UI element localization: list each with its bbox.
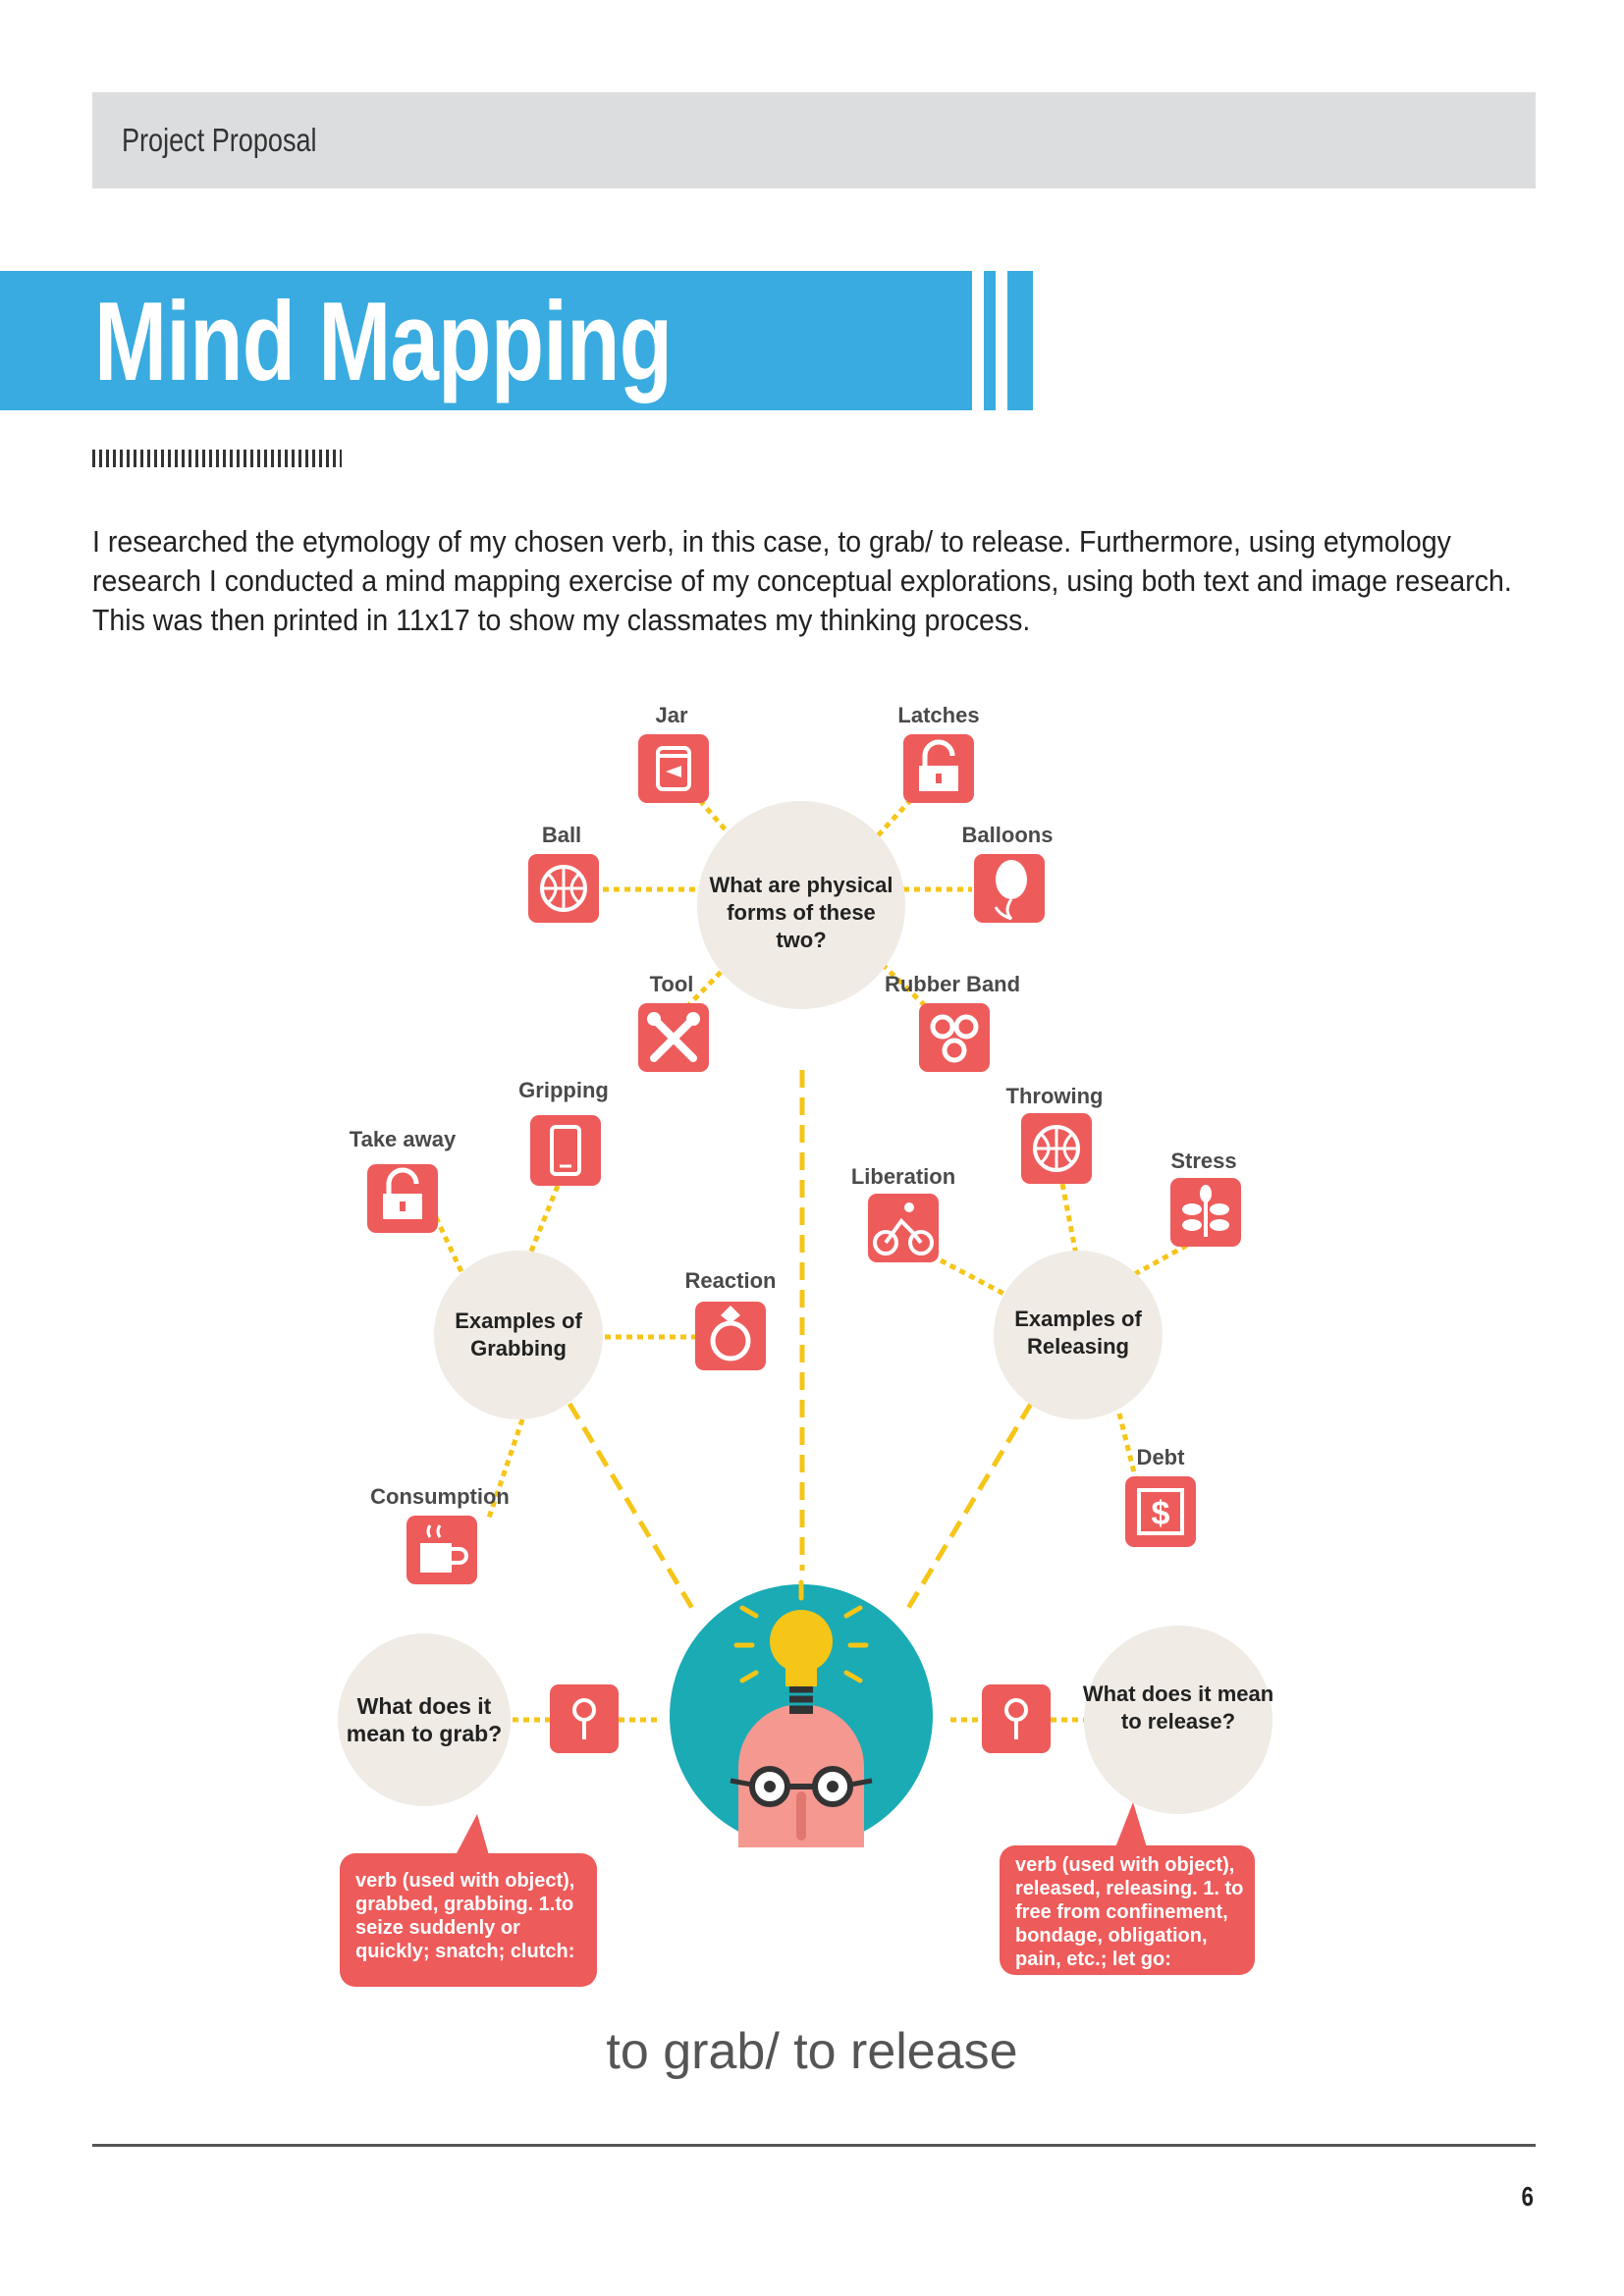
pin-icon-left <box>550 1684 619 1753</box>
release-definition-text: verb (used with object), released, relea… <box>1015 1854 1244 1970</box>
grab-definition-bubble <box>340 1814 597 1987</box>
grab-question-text: What does it mean to grab? <box>346 1693 503 1746</box>
basketball-icon <box>1021 1113 1092 1184</box>
releasing-hub-text: Examples of Releasing <box>1014 1307 1142 1359</box>
node-label-jar: Jar <box>655 703 688 727</box>
grabbing-hub <box>434 1251 603 1419</box>
node-label-take-away: Take away <box>349 1127 457 1151</box>
page-number: 6 <box>1521 2181 1535 2212</box>
header-title: Project Proposal <box>122 122 317 158</box>
footer-rule <box>92 2144 1536 2147</box>
plant-icon <box>1170 1178 1241 1247</box>
rubber-band-icon <box>919 1003 990 1072</box>
tool-icon <box>638 1003 709 1072</box>
node-label-rubber-band: Rubber Band <box>884 972 1021 996</box>
decorative-tick-row <box>92 450 342 467</box>
release-definition-bubble <box>1000 1802 1255 1975</box>
section-title: Mind Mapping <box>94 280 673 404</box>
balloon-icon <box>974 854 1045 923</box>
grab-question-hub <box>338 1633 511 1806</box>
diagram-caption: to grab/ to release <box>606 2023 1018 2080</box>
grabbing-hub-text: Examples of Grabbing <box>455 1308 582 1361</box>
node-label-balloons: Balloons <box>961 823 1054 847</box>
intro-paragraph: I researched the etymology of my chosen … <box>92 524 1512 637</box>
lock-icon <box>367 1164 438 1233</box>
physical-forms-hub <box>697 801 905 1009</box>
section-title-band: Mind Mapping <box>0 271 972 410</box>
ring-icon <box>695 1302 766 1370</box>
grab-definition-text: verb (used with object), grabbed, grabbi… <box>355 1870 575 1962</box>
mug-icon <box>406 1516 477 1584</box>
node-label-gripping: Gripping <box>518 1078 609 1102</box>
cyclist-icon <box>868 1194 939 1262</box>
svg-text:$: $ <box>1152 1495 1170 1532</box>
title-band-stripe <box>1007 271 1033 410</box>
jar-icon <box>638 734 709 803</box>
release-question-text: What does it mean to release? <box>1082 1682 1274 1734</box>
node-label-stress: Stress <box>1170 1148 1237 1173</box>
ball-icon <box>528 854 599 923</box>
latch-icon <box>903 734 974 803</box>
node-label-throwing: Throwing <box>1005 1084 1104 1108</box>
releasing-hub <box>994 1251 1163 1419</box>
physical-forms-hub-text: What are physical forms of these two? <box>709 873 893 952</box>
thinking-head-illustration <box>670 1579 933 1847</box>
release-question-hub <box>1084 1626 1272 1814</box>
node-label-ball: Ball <box>541 823 582 847</box>
node-label-consumption: Consumption <box>370 1484 510 1509</box>
phone-icon <box>530 1115 601 1186</box>
header-bar: Project Proposal <box>92 92 1536 188</box>
node-label-reaction: Reaction <box>684 1268 777 1293</box>
node-label-tool: Tool <box>649 972 694 996</box>
dollar-icon: $ <box>1125 1476 1196 1547</box>
title-band-stripe <box>984 271 996 410</box>
node-label-debt: Debt <box>1136 1445 1185 1469</box>
pin-icon-right <box>982 1684 1051 1753</box>
node-label-liberation: Liberation <box>850 1164 956 1189</box>
node-label-latches: Latches <box>897 703 980 727</box>
